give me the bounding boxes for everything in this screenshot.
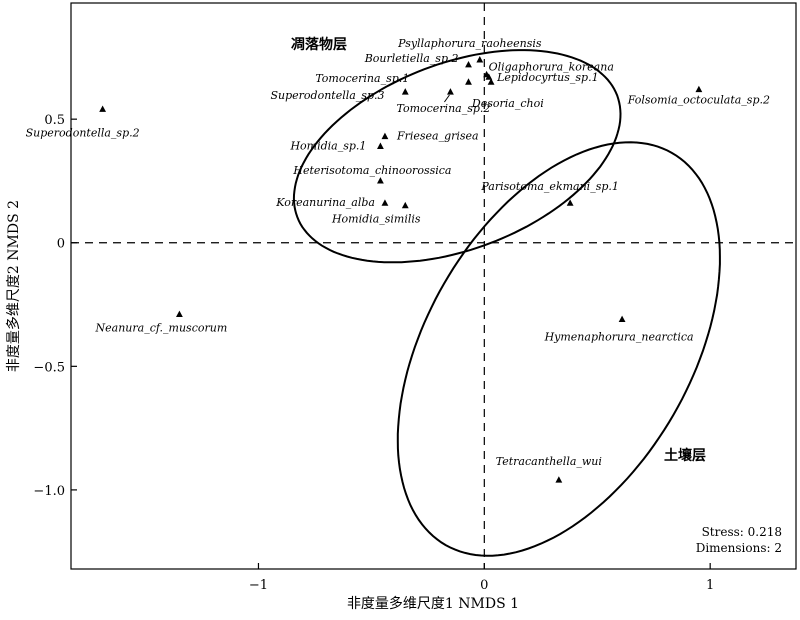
species-label: Tomocerina_sp.1	[315, 72, 409, 85]
species-point	[487, 78, 495, 85]
species-point	[381, 132, 389, 140]
species-point	[465, 78, 472, 85]
reference-lines	[71, 3, 796, 569]
y-tick-label: 0.5	[44, 113, 65, 128]
x-tick-label: 1	[706, 578, 714, 593]
y-tick-label: −0.5	[33, 360, 65, 375]
species-point	[465, 60, 472, 68]
species-label: Homidia_sp.1	[289, 139, 366, 152]
label-leader-line	[444, 94, 450, 103]
species-label: Heterisotoma_chinoorossica	[292, 164, 451, 177]
x-axis-title: 非度量多维尺度1 NMDS 1	[347, 595, 519, 612]
species-label: Lepidocyrtus_sp.1	[496, 71, 599, 84]
species-label: Desoria_choi	[471, 97, 544, 110]
species-label: Neanura_cf._muscorum	[95, 321, 228, 334]
y-axis-title: 非度量多维尺度2 NMDS 2	[5, 200, 22, 372]
species-point	[99, 105, 107, 112]
species-point	[401, 88, 409, 95]
species-point	[381, 199, 389, 206]
dimensions-annotation: Dimensions: 2	[696, 541, 782, 555]
species-point	[377, 142, 384, 149]
species-label: Friesea_grisea	[396, 129, 479, 142]
x-tick-label: 0	[480, 578, 488, 593]
species-point	[447, 88, 454, 95]
species-label: Psyllaphorura_raoheensis	[397, 37, 542, 50]
group-ellipses	[292, 49, 721, 557]
species-point	[401, 201, 409, 209]
species-label: Koreanurina_alba	[275, 196, 375, 209]
species-point	[695, 85, 703, 93]
species-point	[476, 56, 484, 63]
soil-layer-ellipse	[396, 141, 721, 557]
species-label: Oligaphorura_koreana	[489, 61, 614, 74]
species-label: Bourletiella_sp.2	[364, 52, 459, 65]
litter-layer-ellipse	[292, 49, 622, 264]
species-point	[555, 476, 563, 483]
litter-layer-label: 凋落物层	[291, 36, 347, 53]
species-label: Superodontella_sp.2	[26, 126, 140, 139]
species-label: Hymenaphorura_nearctica	[544, 330, 694, 343]
species-label: Homidia_similis	[331, 213, 421, 226]
y-tick-label: −1.0	[33, 484, 65, 499]
stress-annotation: Stress: 0.218	[702, 525, 782, 539]
species-label: Tomocerina_sp.2	[396, 102, 490, 115]
species-point	[618, 315, 626, 322]
y-axis-ticks: −1.0 −0.5 0 0.5	[33, 113, 77, 499]
species-label: Tetracanthella_wui	[496, 455, 602, 468]
species-points	[99, 56, 703, 483]
species-label: Folsomia_octoculata_sp.2	[627, 94, 770, 107]
x-axis-ticks: −1 0 1	[249, 563, 714, 593]
species-point	[176, 310, 183, 318]
species-point	[485, 73, 493, 80]
species-label: Superodontella_sp.3	[270, 89, 384, 102]
species-point	[377, 177, 384, 184]
soil-layer-label: 土壤层	[664, 447, 706, 464]
species-point	[566, 199, 574, 206]
y-tick-label: 0	[57, 237, 65, 252]
species-label: Parisotoma_ekmani_sp.1	[480, 180, 619, 193]
plot-frame	[70, 2, 797, 570]
x-tick-label: −1	[249, 578, 268, 593]
